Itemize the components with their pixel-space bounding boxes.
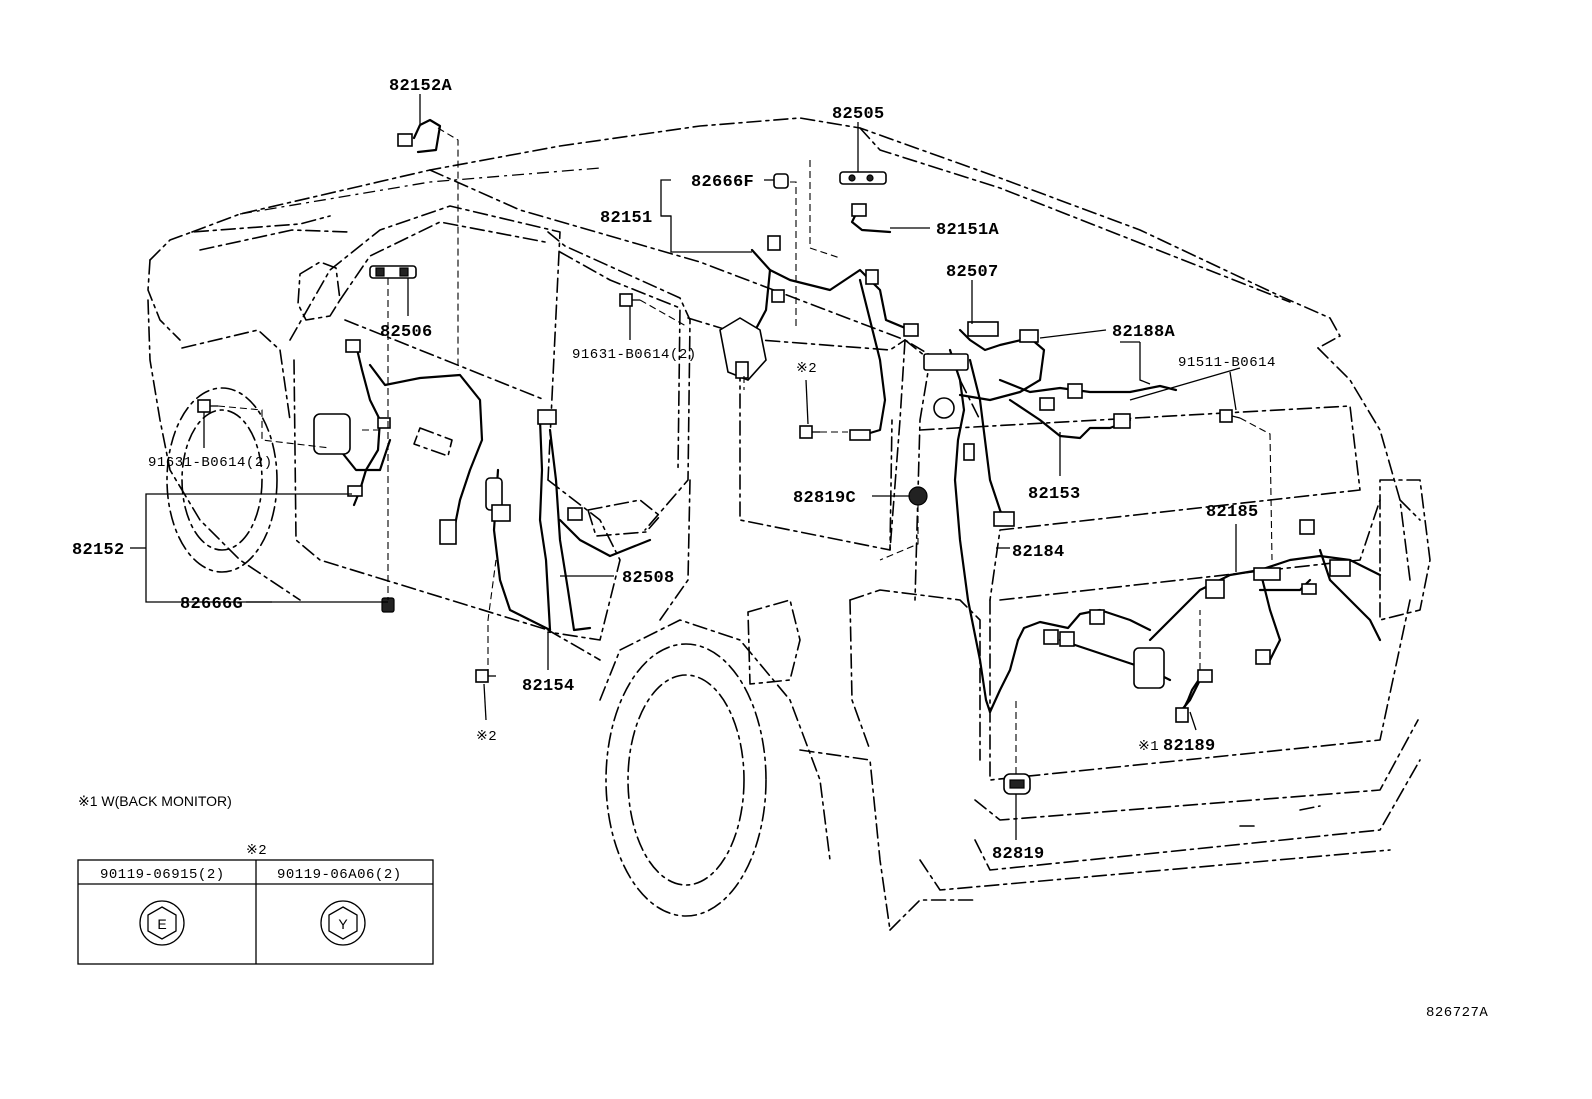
svg-text:E: E (157, 916, 166, 932)
part-label-82508: 82508 (622, 569, 675, 588)
bolt-table-col2-part: 90119-06A06(2) (277, 867, 402, 883)
vehicle-body-outline (147, 117, 1431, 931)
bolt-table-col1-part: 90119-06915(2) (100, 867, 225, 883)
part-label-82154: 82154 (522, 677, 575, 696)
part-label-82152: 82152 (72, 541, 125, 560)
part-label-82151: 82151 (600, 209, 653, 228)
bolt-icon (619, 293, 640, 307)
bolt-icon (197, 399, 218, 413)
part-label-82189: 82189 (1163, 737, 1216, 756)
part-label-82666G: 82666G (180, 595, 243, 614)
part-label-82188A: 82188A (1112, 323, 1176, 342)
part-label-91631-B0614-lower: 91631-B0614(2) (148, 455, 273, 471)
part-labels: 82152A 82505 82666F 82151 82151A 82507 8… (72, 77, 1488, 1021)
part-label-82151A: 82151A (936, 221, 1000, 240)
hex-bolt-y-icon: Y (320, 900, 366, 946)
part-label-82152A: 82152A (389, 77, 453, 96)
part-label-91511-B0614: 91511-B0614 (1178, 355, 1276, 371)
bolt-icon (799, 425, 820, 439)
part-label-82506: 82506 (380, 323, 433, 342)
note-back-monitor: ※1 W(BACK MONITOR) (78, 793, 232, 809)
part-label-82505: 82505 (832, 105, 885, 124)
svg-text:Y: Y (338, 916, 348, 932)
leader-lines (130, 94, 1273, 840)
part-label-82185: 82185 (1206, 503, 1259, 522)
note-mark-2-lower: ※2 (476, 729, 497, 745)
wire-harnesses (197, 118, 1382, 795)
table-note-mark: ※2 (246, 843, 267, 859)
part-label-82184: 82184 (1012, 543, 1065, 562)
diagram-id: 826727A (1426, 1005, 1488, 1021)
note-mark-2-upper: ※2 (796, 361, 817, 377)
hex-bolt-e-icon: E (139, 900, 185, 946)
part-label-82819C: 82819C (793, 489, 856, 508)
part-label-82153: 82153 (1028, 485, 1081, 504)
part-label-82507: 82507 (946, 263, 999, 282)
bolt-icon (1219, 409, 1241, 423)
part-label-82819: 82819 (992, 845, 1045, 864)
part-label-82666F: 82666F (691, 173, 754, 192)
note-mark-1: ※1 (1138, 739, 1159, 755)
legend: ※1 W(BACK MONITOR) ※2 90119-06915(2) 901… (77, 793, 434, 965)
bolt-icon (475, 669, 496, 683)
part-label-91631-B0614-upper: 91631-B0614(2) (572, 347, 697, 363)
